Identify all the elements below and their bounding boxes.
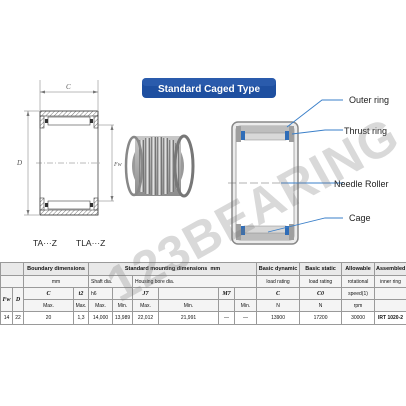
dim-c-label: C	[66, 83, 71, 91]
cell-shaft-max: 14,000	[88, 311, 114, 325]
symbol-speed: speed(1)	[341, 287, 376, 300]
cell-speed: 30000	[341, 311, 376, 325]
header-basic-static: Basic static	[299, 262, 343, 276]
unit-stat: N	[299, 299, 343, 312]
cell-d: 22	[12, 311, 24, 325]
limit-m7-min: Min.	[234, 299, 258, 312]
cutaway-drawing	[228, 121, 302, 245]
symbol-c-dyn: C	[256, 287, 301, 300]
symbol-c: C	[23, 287, 74, 300]
type-label-ta: TA···Z	[33, 238, 57, 248]
limit-j7-min: Min.	[158, 299, 220, 312]
table-limit-row: Max. Max. Max. Min. Max. Min. Min. N N r…	[1, 299, 406, 312]
spec-table: Boundary dimensions Standard mounting di…	[0, 262, 406, 325]
limit-j7-max: Max.	[132, 299, 160, 312]
cell-j7-min: 21,991	[158, 311, 220, 325]
unit-rpm: rpm	[341, 299, 376, 312]
dim-fw-label: Fw	[113, 162, 122, 168]
callout-thrust-ring: Thrust ring	[344, 126, 387, 136]
limit-h6-min: Min.	[112, 299, 134, 312]
cell-c: 20	[23, 311, 74, 325]
header-basic-dynamic: Basic dynamic	[256, 262, 301, 276]
subheader-load-rating-stat: load rating	[299, 275, 343, 288]
symbol-d: D	[12, 287, 24, 312]
dim-d-label: D	[16, 159, 22, 167]
symbol-m7: M7	[218, 287, 236, 300]
callout-lines	[267, 99, 343, 233]
header-mounting-unit: mm	[210, 266, 221, 272]
subheader-rotational: rotational	[341, 275, 376, 288]
callout-needle-roller: Needle Roller	[334, 179, 389, 189]
table-row: 14 22 20 1,3 14,000 13,989 22,012 21,991…	[0, 311, 406, 325]
cell-static-load: 17200	[299, 311, 343, 325]
bearing-drawing: C D	[16, 78, 389, 248]
subheader-blank	[0, 275, 24, 288]
symbol-fw: Fw	[0, 287, 13, 312]
subheader-inner-ring: inner ring	[374, 275, 406, 288]
bearing-photo	[124, 134, 195, 198]
standard-caged-type-banner: Standard Caged Type	[142, 78, 276, 98]
cell-t2: 1,3	[72, 311, 90, 325]
header-mounting: Standard mounting dimensions mm	[88, 262, 258, 276]
table-header-row: Boundary dimensions Standard mounting di…	[0, 262, 406, 276]
cell-m7-max: —	[218, 311, 236, 325]
type-label-tla: TLA···Z	[76, 238, 105, 248]
cell-dynamic-load: 13900	[256, 311, 301, 325]
callout-outer-ring: Outer ring	[349, 95, 389, 105]
symbol-blank-2	[158, 287, 220, 300]
symbol-h6: h6	[88, 287, 114, 300]
cell-j7-max: 22,012	[132, 311, 160, 325]
technical-section-drawing: C D	[16, 80, 122, 216]
callout-cage: Cage	[349, 213, 371, 223]
header-mounting-text: Standard mounting dimensions	[124, 266, 208, 272]
symbol-c0: C0	[299, 287, 343, 300]
symbol-t2: t2	[72, 287, 90, 300]
limit-h6-max: Max.	[88, 299, 114, 312]
header-allowable: Allowable	[341, 262, 376, 276]
symbol-blank-4	[374, 287, 406, 300]
subheader-mm: mm	[22, 275, 90, 288]
banner-title: Standard Caged Type	[158, 84, 260, 95]
cell-m7-min: —	[234, 311, 258, 325]
subheader-shaft-dia: Shaft dia.	[88, 275, 134, 288]
limit-c-max: Max.	[23, 299, 74, 312]
limit-m7-blank	[218, 299, 236, 312]
symbol-j7: J7	[132, 287, 160, 300]
unit-dyn: N	[256, 299, 301, 312]
symbol-blank-1	[112, 287, 134, 300]
table-symbol-row: Fw D C t2 h6 J7 M7 C C0 speed(1)	[0, 287, 406, 312]
subheader-load-rating-dyn: load rating	[256, 275, 301, 288]
cell-inner-ring: IRT 1020-2	[374, 311, 406, 325]
symbol-blank-3	[234, 287, 258, 300]
table-subheader-row: mm Shaft dia. Housing bore dia. load rat…	[0, 275, 406, 288]
limit-t2-max: Max.	[72, 299, 90, 312]
header-blank	[0, 262, 24, 276]
cell-shaft-min: 13,989	[112, 311, 134, 325]
unit-blank	[374, 299, 406, 312]
header-boundary: Boundary dimensions	[22, 262, 90, 276]
subheader-housing-bore: Housing bore dia.	[132, 275, 258, 288]
cell-fw: 14	[0, 311, 13, 325]
header-assembled: Assembled	[374, 262, 406, 276]
